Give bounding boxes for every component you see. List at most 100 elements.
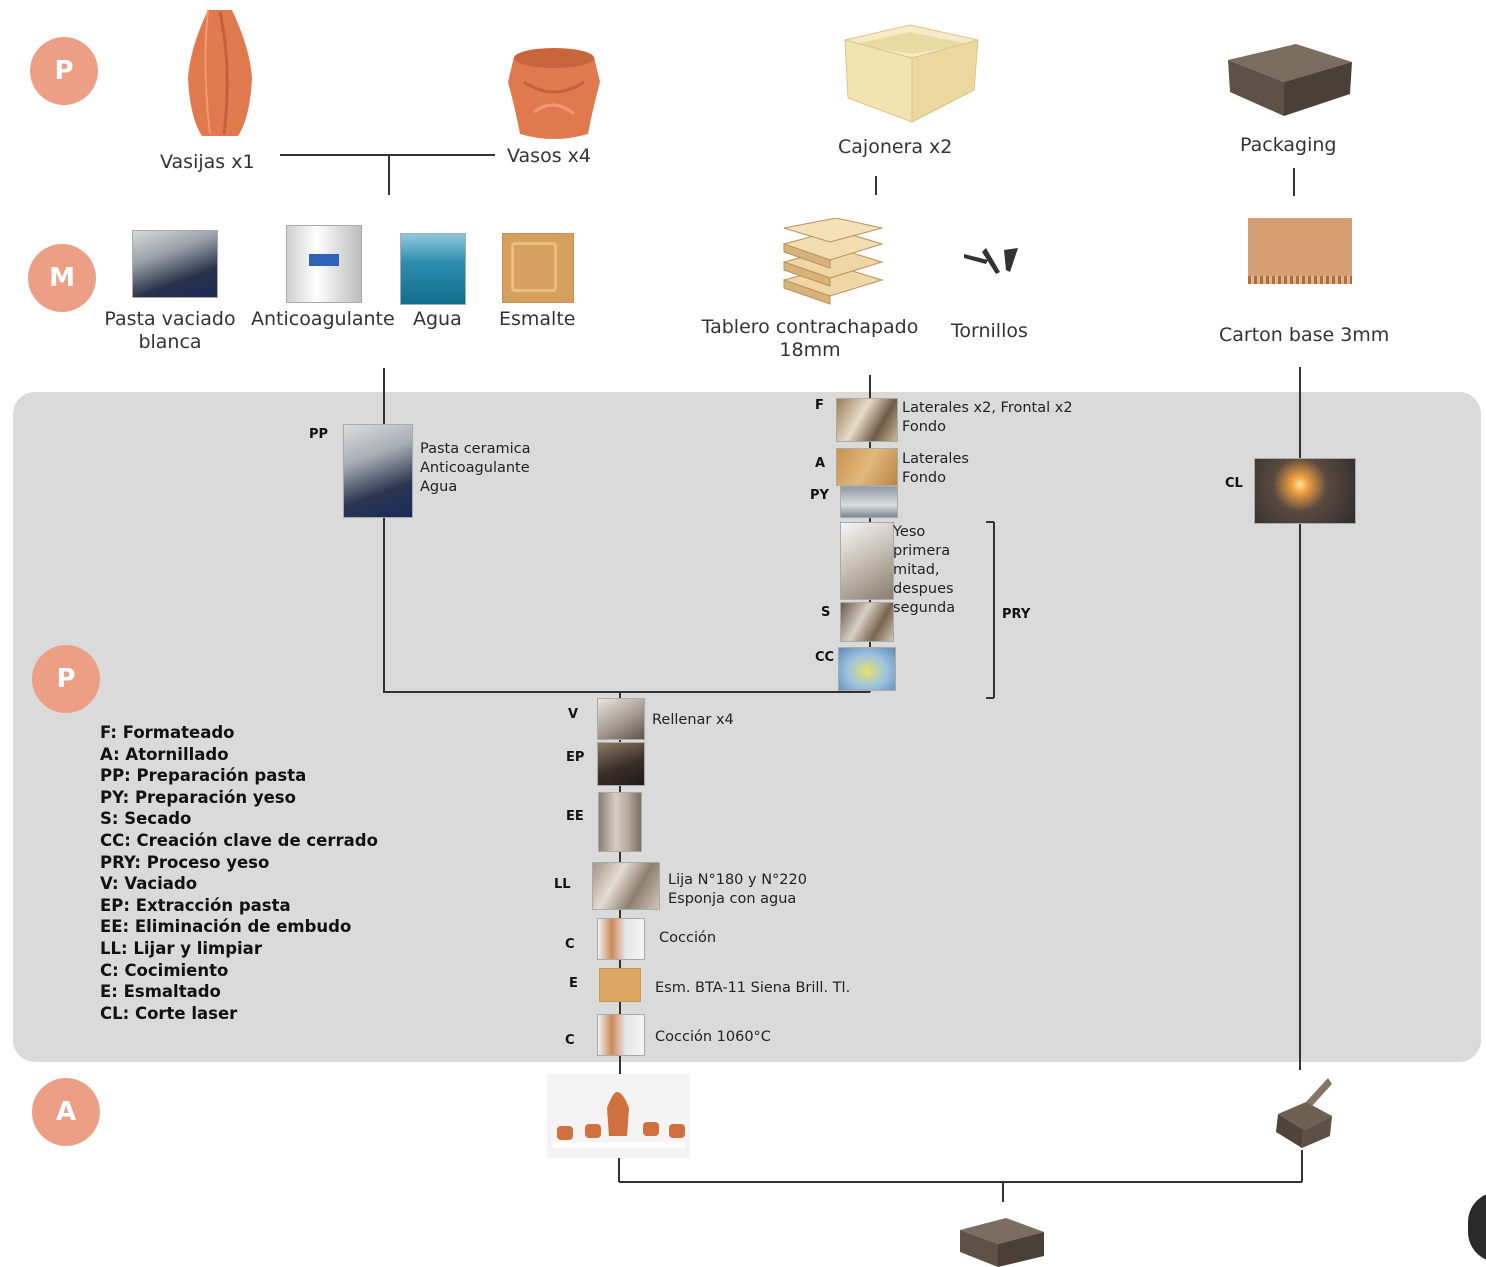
material-label-tablero: Tablero contrachapado 18mm <box>690 316 930 362</box>
material-label-carton: Carton base 3mm <box>1219 324 1390 346</box>
f-text: Laterales x2, Frontal x2 Fondo <box>902 399 1073 437</box>
material-label-tornillos: Tornillos <box>951 320 1028 342</box>
a-text-line1: Laterales <box>902 451 969 467</box>
tornillos-image <box>964 248 1018 274</box>
stage-process-circle: P <box>32 645 100 713</box>
pp-text: Pasta ceramica Anticoagulante Agua <box>420 440 530 497</box>
product-label-vasijas: Vasijas x1 <box>160 151 255 173</box>
legend: F: Formateado A: Atornillado PP: Prepara… <box>100 722 378 1024</box>
final-box-image <box>960 1218 1044 1267</box>
legend-item: EP: Extracción pasta <box>100 895 291 915</box>
code-c1: C <box>565 937 575 952</box>
code-c2: C <box>565 1033 575 1048</box>
carton-image <box>1248 218 1352 284</box>
legend-item: CC: Creación clave de cerrado <box>100 830 378 850</box>
product-label-vasos: Vasos x4 <box>507 145 591 167</box>
material-label-pasta-line2: blanca <box>138 331 202 353</box>
yeso-text: Yeso primera mitad, despues segunda <box>893 523 955 618</box>
legend-item: PP: Preparación pasta <box>100 766 307 786</box>
code-pp: PP <box>309 427 329 442</box>
material-label-tablero-line1: Tablero contrachapado <box>701 316 919 338</box>
tablero-image <box>782 218 884 305</box>
pp-text-line3: Agua <box>420 479 458 495</box>
anticoagulante-label-mark <box>309 254 339 266</box>
legend-item: S: Secado <box>100 809 192 829</box>
yeso-image <box>840 522 894 600</box>
code-e: E <box>569 976 578 991</box>
material-label-agua: Agua <box>413 308 462 330</box>
ll-image <box>592 862 660 910</box>
product-label-packaging: Packaging <box>1240 134 1337 156</box>
v-image <box>597 698 645 740</box>
legend-item: PY: Preparación yeso <box>100 787 296 807</box>
c2-text: Cocción 1060°C <box>655 1029 771 1045</box>
esmalte-tile-mark <box>511 242 557 292</box>
code-ee: EE <box>566 809 584 824</box>
floating-action-button[interactable] <box>1468 1192 1486 1262</box>
c1-text: Cocción <box>659 930 717 946</box>
ll-text-line1: Lija N°180 y N°220 <box>668 872 807 888</box>
yeso-text-line3: mitad, <box>893 562 940 578</box>
packaging-open-box-image <box>1276 1078 1332 1148</box>
code-cl: CL <box>1225 476 1243 491</box>
cl-image <box>1254 458 1356 524</box>
code-cc: CC <box>815 650 835 665</box>
ee-image <box>598 792 642 852</box>
ll-text: Lija N°180 y N°220 Esponja con agua <box>668 871 807 909</box>
code-pry: PRY <box>1002 607 1031 622</box>
stage-materials-circle: M <box>28 244 96 312</box>
legend-item: E: Esmaltado <box>100 982 221 1002</box>
stage-assembly-circle: A <box>32 1078 100 1146</box>
legend-item: C: Cocimiento <box>100 960 229 980</box>
legend-item: EE: Eliminación de embudo <box>100 917 352 937</box>
py-image <box>840 486 898 518</box>
material-label-pasta-line1: Pasta vaciado <box>104 308 236 330</box>
anticoagulante-image <box>286 225 362 303</box>
code-f: F <box>815 398 824 413</box>
legend-item: PRY: Proceso yeso <box>100 852 270 872</box>
cc-image <box>838 647 896 691</box>
packaging-box-image <box>1228 44 1352 116</box>
material-label-esmalte: Esmalte <box>499 308 576 330</box>
legend-item: V: Vaciado <box>100 874 198 894</box>
legend-item: A: Atornillado <box>100 744 229 764</box>
code-py: PY <box>810 488 829 503</box>
vaso-image <box>508 48 600 139</box>
product-label-cajonera: Cajonera x2 <box>838 136 953 158</box>
yeso-text-line2: primera <box>893 543 951 559</box>
a-text: Laterales Fondo <box>902 450 969 488</box>
material-label-anticoagulante: Anticoagulante <box>251 308 395 330</box>
legend-item: CL: Corte laser <box>100 1003 238 1023</box>
yeso-text-line5: segunda <box>893 600 956 616</box>
c2-image <box>597 1014 645 1056</box>
s-image <box>840 602 894 642</box>
e-text: Esm. BTA-11 Siena Brill. Tl. <box>655 980 851 996</box>
vasija-image <box>188 9 252 136</box>
pp-text-line2: Anticoagulante <box>420 460 530 476</box>
code-ll: LL <box>554 877 571 892</box>
esmalte-image <box>502 233 574 303</box>
ceramics-set-image <box>547 1074 690 1158</box>
cajonera-image <box>844 24 979 123</box>
code-s: S <box>821 605 831 620</box>
code-a: A <box>815 456 826 471</box>
yeso-text-line4: despues <box>893 581 954 597</box>
pasta-vaciado-image <box>132 230 218 298</box>
pp-image <box>343 424 413 518</box>
material-label-pasta: Pasta vaciado blanca <box>98 308 242 354</box>
pp-text-line1: Pasta ceramica <box>420 441 531 457</box>
ll-text-line2: Esponja con agua <box>668 891 797 907</box>
agua-image <box>400 233 466 305</box>
ceramics-set-drawing <box>553 1092 685 1148</box>
f-text-line1: Laterales x2, Frontal x2 <box>902 400 1073 416</box>
a-image <box>836 448 898 486</box>
legend-item: F: Formateado <box>100 723 235 742</box>
code-ep: EP <box>566 750 585 765</box>
stage-product-circle: P <box>30 37 98 105</box>
material-label-tablero-line2: 18mm <box>779 339 841 361</box>
a-text-line2: Fondo <box>902 470 946 486</box>
f-image <box>836 398 898 442</box>
e-image <box>599 968 641 1002</box>
c1-image <box>597 918 645 960</box>
